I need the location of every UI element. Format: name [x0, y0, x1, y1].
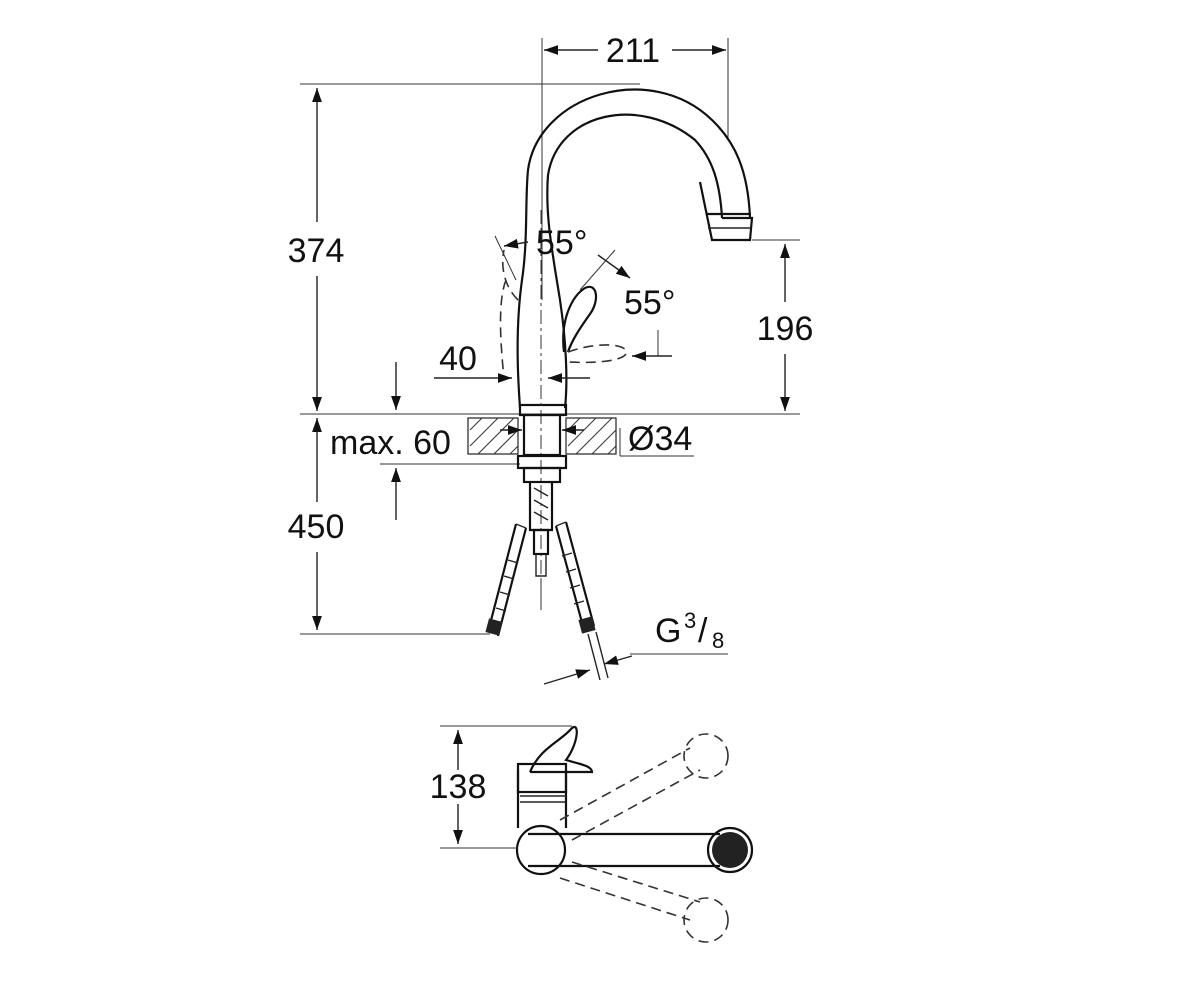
- dim-base-offset: 40: [434, 340, 590, 383]
- dim-counter-thickness-label: max. 60: [330, 424, 451, 462]
- dim-hole-diameter-label: Ø34: [628, 420, 692, 458]
- dim-height-total-label: 374: [288, 232, 345, 270]
- dim-thread-prefix: G: [655, 612, 681, 650]
- dim-width-top: 211: [541, 32, 729, 300]
- dim-width-top-label: 211: [606, 32, 660, 70]
- dim-lever-angle-1-label: 55°: [536, 224, 587, 262]
- dim-thread: G 3 / 8: [543, 608, 728, 685]
- dim-thread-numerator: 3: [684, 608, 696, 633]
- dim-hole-diameter: Ø34: [619, 420, 694, 458]
- dim-spout-height: 196: [752, 239, 814, 411]
- dim-thread-separator: /: [698, 612, 708, 650]
- countertop-section: [467, 413, 617, 457]
- dim-spout-height-label: 196: [757, 310, 814, 348]
- mounting-and-hoses: [485, 454, 609, 681]
- dim-thread-denominator: 8: [712, 628, 724, 653]
- dim-counter-thickness: max. 60: [330, 362, 520, 520]
- dim-lever-angle-2: 55°: [579, 249, 675, 361]
- dim-hose-length: 450: [288, 418, 490, 635]
- dim-lever-height: 138: [430, 725, 572, 849]
- dim-lever-angle-2-label: 55°: [624, 284, 675, 322]
- faucet-body: [499, 88, 754, 610]
- dim-height-total: 374: [288, 83, 640, 411]
- faucet-top-view: [515, 725, 754, 943]
- dim-base-offset-label: 40: [439, 340, 477, 378]
- dim-lever-angle-1: 55°: [494, 224, 587, 281]
- dim-lever-height-label: 138: [430, 768, 487, 806]
- dim-hose-length-label: 450: [288, 508, 345, 546]
